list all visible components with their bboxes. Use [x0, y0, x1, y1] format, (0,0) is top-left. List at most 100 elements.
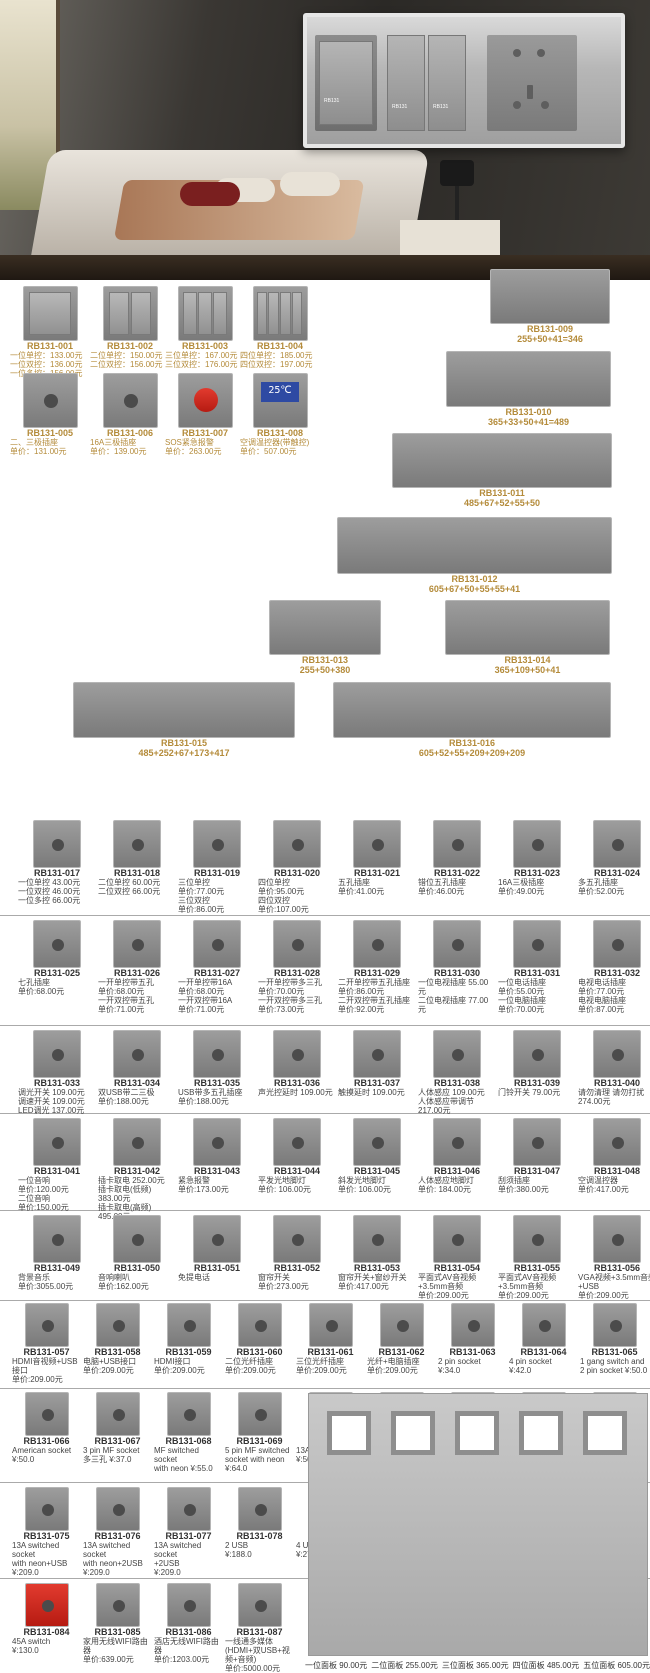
- product-desc: MF switched socket: [154, 1446, 199, 1464]
- product-image: [24, 1583, 69, 1627]
- product-desc: 一开双控带16A: [178, 996, 233, 1005]
- product-desc: 单价:71.00元: [98, 1005, 145, 1014]
- product-desc: 单价:209.00元: [367, 1366, 418, 1375]
- product-image: [513, 1030, 561, 1078]
- product-desc: 单价:209.00元: [578, 1291, 629, 1300]
- product-code: RB131-067: [94, 1436, 141, 1446]
- product-desc: 双USB带二三极: [98, 1088, 155, 1097]
- product-desc: 单价:70.00元: [258, 987, 305, 996]
- product-image: [113, 1118, 161, 1166]
- section-divider: [0, 1388, 650, 1389]
- product-desc: 调光开关 109.00元: [18, 1088, 85, 1097]
- product-desc: 刮须插座: [498, 1176, 530, 1185]
- product-code: RB131-019: [193, 868, 241, 878]
- product-desc: ¥:64.0: [225, 1464, 248, 1473]
- product-image: [353, 820, 401, 868]
- product-rb131-009: RB131-009 255+50+41=346: [490, 269, 610, 344]
- product-desc: 单价:188.00元: [98, 1097, 149, 1106]
- product-desc: 3 pin MF socket: [83, 1446, 140, 1455]
- product-desc: 13A switched socket: [12, 1541, 60, 1559]
- product-rb131-004: RB131-004 四位单控：185.00元四位双控：197.00元: [240, 286, 320, 369]
- product-code: RB131-059: [165, 1347, 212, 1357]
- product-code: RB131-032: [593, 968, 641, 978]
- product-desc: 插卡取电(低频) 383.00元: [98, 1185, 152, 1203]
- window-view: [0, 0, 60, 210]
- product-desc: 插卡取电 252.00元: [98, 1176, 165, 1185]
- product-desc: with neon ¥:55.0: [154, 1464, 213, 1473]
- product-desc: 单价:209.00元: [225, 1366, 276, 1375]
- product-image: [24, 1487, 69, 1531]
- product-desc: 单价:209.00元: [83, 1366, 134, 1375]
- product-desc: 触摸延时 109.00元: [338, 1088, 405, 1097]
- product-desc: 单价:209.00元: [498, 1291, 549, 1300]
- product-desc: 单价:49.00元: [498, 887, 545, 896]
- double-switch-module: RB131 RB131: [387, 35, 467, 131]
- product-desc: ¥:42.0: [509, 1366, 532, 1375]
- product-desc: 2 USB: [225, 1541, 249, 1550]
- section-divider: [0, 915, 650, 916]
- product-desc: 平发光地脚灯: [258, 1176, 306, 1185]
- section-divider: [0, 1113, 650, 1114]
- product-code: RB131-062: [378, 1347, 425, 1357]
- product-desc: 单价: 184.00元: [418, 1185, 471, 1194]
- product-image: [95, 1487, 140, 1531]
- product-rb131-013: RB131-013 255+50+380: [269, 600, 381, 675]
- product-desc: 单价:87.00元: [578, 1005, 625, 1014]
- product-desc: 2 pin socket: [438, 1357, 481, 1366]
- product-code: RB131-034: [113, 1078, 161, 1088]
- product-code: RB131-029: [353, 968, 401, 978]
- product-rb131-003: RB131-003 三位单控：167.00元三位双控：176.00元: [165, 286, 245, 369]
- product-desc: 多三孔 ¥:37.0: [83, 1455, 132, 1464]
- product-desc: 电脑+USB接口: [83, 1357, 137, 1366]
- product-code: RB131-087: [236, 1627, 283, 1637]
- product-image: [273, 820, 321, 868]
- product-code: RB131-030: [433, 968, 481, 978]
- product-image: [237, 1303, 282, 1347]
- product-desc: 单价:209.00元: [296, 1366, 347, 1375]
- product-image: [193, 920, 241, 968]
- product-desc: 光纤+电脑插座: [367, 1357, 420, 1366]
- product-desc: 二位电视插座 77.00元: [418, 996, 489, 1014]
- product-desc: 音响喇叭: [98, 1273, 130, 1282]
- product-image: [273, 1030, 321, 1078]
- product-desc: 单价:150.00元: [18, 1203, 69, 1212]
- product-image: [273, 1215, 321, 1263]
- pillow-red: [180, 182, 240, 206]
- product-image: [513, 920, 561, 968]
- product-desc: 声光控延时 109.00元: [258, 1088, 333, 1097]
- product-desc: 三位光纤插座: [296, 1357, 344, 1366]
- product-desc: 单价:209.00元: [12, 1375, 63, 1384]
- product-image: [353, 920, 401, 968]
- product-code: RB131-031: [513, 968, 561, 978]
- product-desc: 单价:77.00元: [178, 887, 225, 896]
- product-desc: ¥:209.0: [154, 1568, 181, 1577]
- product-image: [450, 1303, 495, 1347]
- product-desc: ¥:209.0: [83, 1568, 110, 1577]
- section-divider: [0, 1300, 650, 1301]
- product-image: [33, 1030, 81, 1078]
- pillow: [280, 172, 340, 196]
- product-code: RB131-085: [94, 1627, 141, 1637]
- product-desc: 单价:68.00元: [98, 987, 145, 996]
- product-code: RB131-048: [593, 1166, 641, 1176]
- product-desc: 13A switched socket: [83, 1541, 131, 1559]
- product-desc: 一位单控 43.00元: [18, 878, 81, 887]
- product-desc: 一开单控带多三孔: [258, 978, 322, 987]
- product-code: RB131-061: [307, 1347, 354, 1357]
- product-desc: 窗帘开关+窗纱开关: [338, 1273, 407, 1282]
- product-code: RB131-046: [433, 1166, 481, 1176]
- product-code: RB131-055: [513, 1263, 561, 1273]
